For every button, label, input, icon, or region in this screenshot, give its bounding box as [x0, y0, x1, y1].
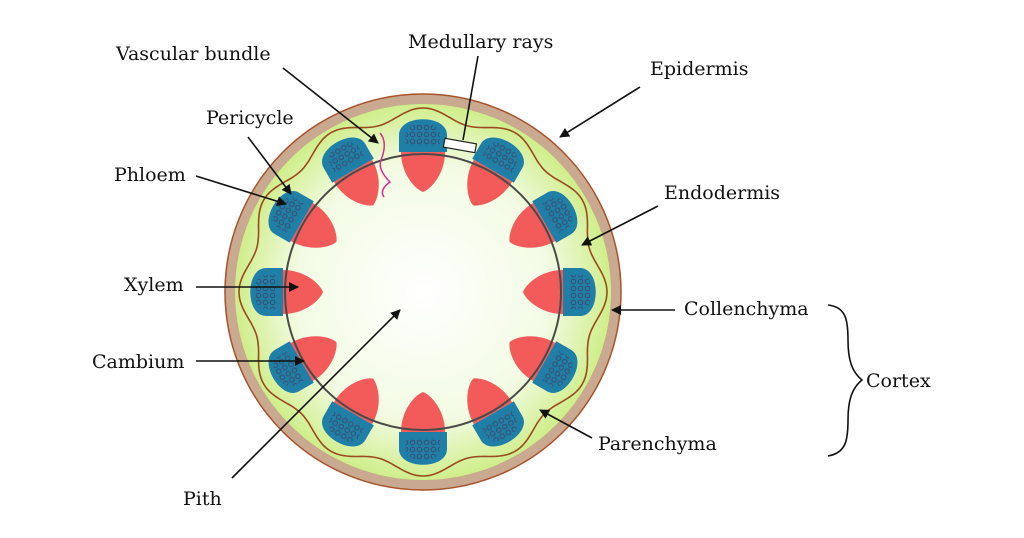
xylem-patch: [467, 159, 513, 206]
phloem-cells: [406, 438, 440, 461]
xylem-patch: [401, 152, 445, 192]
label-pericycle: Pericycle: [206, 107, 294, 129]
label-parenchyma: Parenchyma: [598, 433, 717, 455]
label-endodermis: Endodermis: [664, 182, 781, 204]
label-medullary-rays: Medullary rays: [408, 31, 554, 53]
xylem-patch: [509, 202, 556, 248]
arrow-pericycle: [247, 136, 292, 195]
arrow-pith: [231, 309, 401, 479]
label-cambium: Cambium: [92, 351, 185, 373]
xylem-patch: [283, 270, 323, 314]
phloem-cells: [481, 142, 518, 175]
phloem-cells: [540, 197, 573, 234]
vascular-bundle: [467, 378, 524, 447]
phloem-cells: [569, 275, 592, 309]
phloem-cells: [540, 350, 573, 387]
medullary-ray-box: [442, 137, 478, 154]
phloem-cells: [328, 142, 365, 175]
label-collenchyma: Collenchyma: [684, 298, 809, 320]
xylem-patch: [509, 336, 556, 382]
arrow-endodermis: [581, 205, 659, 246]
arrow-phloem: [195, 175, 287, 207]
arrow-medullary-rays: [462, 55, 479, 141]
phloem-cells: [328, 409, 365, 442]
vascular-bundle: [509, 191, 578, 248]
xylem-patch: [290, 336, 337, 382]
vascular-bundle: [523, 268, 596, 316]
phloem-cells: [481, 409, 518, 442]
arrow-vascular-bundle: [282, 67, 379, 144]
vascular-bundle: [509, 336, 578, 393]
cortex-layer: [235, 104, 611, 480]
xylem-patch: [523, 270, 563, 314]
vascular-bundle: [250, 268, 323, 316]
vascular-bundle: [399, 119, 447, 192]
label-cortex: Cortex: [866, 370, 931, 392]
label-xylem: Xylem: [124, 274, 184, 296]
xylem-patch: [290, 202, 337, 248]
label-vascular-bundle: Vascular bundle: [116, 43, 271, 65]
cortex-brace: [827, 304, 864, 457]
arrow-parenchyma: [539, 409, 593, 439]
vascular-bundle: [399, 392, 447, 465]
vascular-bundle: [322, 137, 379, 206]
label-phloem: Phloem: [114, 164, 186, 186]
phloem-cells: [273, 350, 306, 387]
endodermis-line: [238, 107, 608, 477]
xylem-patch: [333, 378, 379, 425]
xylem-patch: [333, 159, 379, 206]
vascular-bundle: [322, 378, 379, 447]
phloem-cells: [273, 197, 306, 234]
label-epidermis: Epidermis: [650, 58, 749, 80]
label-pith: Pith: [183, 488, 222, 510]
vascular-bundle: [467, 137, 524, 206]
arrow-epidermis: [559, 86, 641, 138]
vascular-bundle-brace: [379, 132, 392, 198]
vascular-bundle: [268, 336, 337, 393]
xylem-patch: [467, 378, 513, 425]
phloem-cells: [254, 275, 277, 309]
phloem-cells: [406, 123, 440, 146]
pericycle-ring: [284, 153, 562, 431]
vascular-bundles: [250, 119, 596, 465]
xylem-patch: [401, 392, 445, 432]
